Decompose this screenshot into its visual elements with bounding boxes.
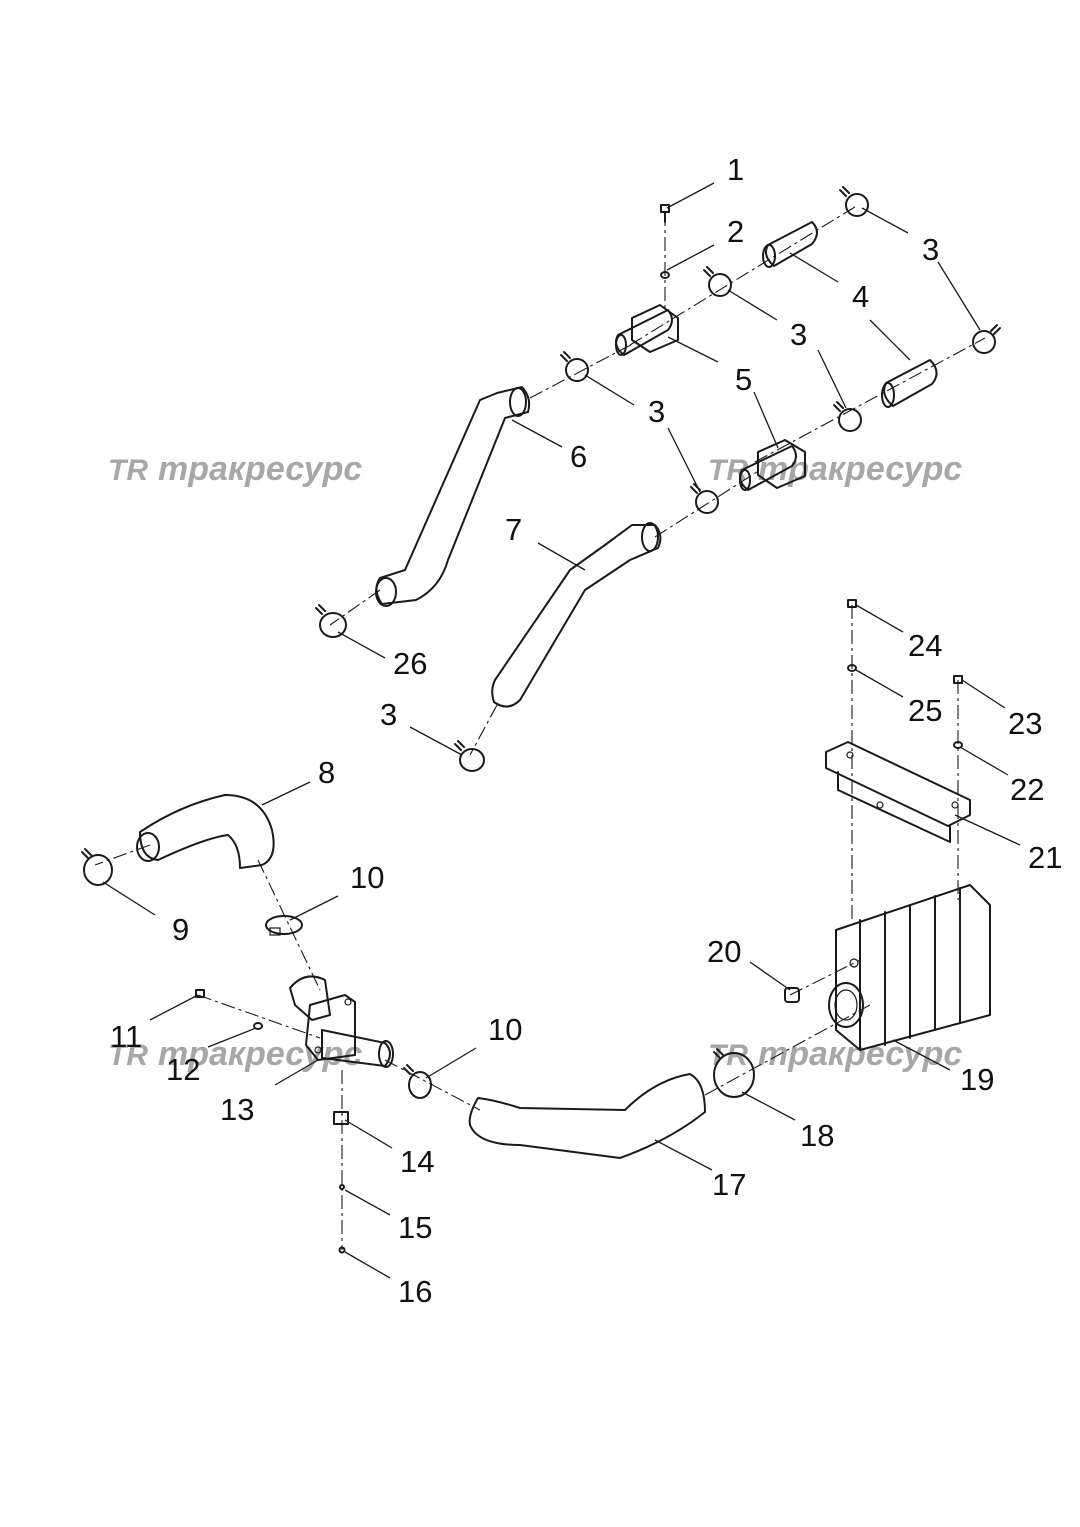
washer-part-2 bbox=[660, 271, 670, 279]
callout-17: 17 bbox=[712, 1167, 746, 1202]
center-axes bbox=[94, 204, 986, 1250]
callout-19: 19 bbox=[960, 1062, 994, 1097]
callout-3-bottom: 3 bbox=[380, 697, 397, 732]
callout-10-lower: 10 bbox=[488, 1012, 522, 1047]
band-clamp-part-10-upper bbox=[265, 915, 303, 936]
clip-part-14 bbox=[333, 1111, 349, 1125]
plug-part-20 bbox=[784, 987, 800, 1003]
washer-part-15 bbox=[339, 1184, 345, 1190]
callout-7: 7 bbox=[505, 512, 522, 547]
connector-tube-part-4-upper bbox=[762, 221, 818, 268]
hose-clamp-part-3-mid bbox=[560, 351, 589, 382]
callout-3-upper: 3 bbox=[790, 317, 807, 352]
watermark-bottom-left: TR тракресурс bbox=[108, 1035, 362, 1073]
callout-25: 25 bbox=[908, 693, 942, 728]
callout-9: 9 bbox=[172, 912, 189, 947]
callout-24: 24 bbox=[908, 628, 942, 663]
callout-4: 4 bbox=[852, 279, 869, 314]
hose-clamp-part-3-right bbox=[972, 324, 1001, 354]
bracket-tube-part-5-lower bbox=[739, 439, 806, 491]
bolt-part-23 bbox=[953, 675, 963, 684]
callout-6: 6 bbox=[570, 439, 587, 474]
hose-clamp-part-26 bbox=[315, 604, 347, 638]
callout-11: 11 bbox=[110, 1019, 142, 1054]
callout-3-top-right: 3 bbox=[922, 232, 939, 267]
callout-5: 5 bbox=[735, 362, 752, 397]
washer-part-12 bbox=[253, 1022, 263, 1030]
watermark-text: тракресурс bbox=[158, 450, 362, 488]
hose-clamp-part-18 bbox=[713, 1048, 755, 1098]
callout-15: 15 bbox=[398, 1210, 432, 1245]
band-clamp-part-10-lower bbox=[403, 1064, 432, 1099]
callout-2: 2 bbox=[727, 214, 744, 249]
callout-12: 12 bbox=[166, 1052, 200, 1087]
elbow-hose-part-8 bbox=[136, 794, 275, 869]
callout-21: 21 bbox=[1028, 840, 1062, 875]
watermark-top-left: TR тракресурс bbox=[108, 450, 362, 488]
callout-26: 26 bbox=[393, 646, 427, 681]
callout-8: 8 bbox=[318, 755, 335, 790]
callout-18: 18 bbox=[800, 1118, 834, 1153]
hose-clamp-part-3-lower bbox=[690, 483, 719, 514]
callout-16: 16 bbox=[398, 1274, 432, 1309]
callout-numbers: 1 2 3 4 3 5 3 6 7 26 3 8 9 10 10 11 12 1… bbox=[110, 152, 1062, 1309]
bolt-part-1 bbox=[660, 204, 670, 223]
watermark-logo-mark: TR bbox=[108, 454, 148, 487]
bolt-part-11 bbox=[195, 989, 205, 998]
nut-part-16 bbox=[338, 1246, 346, 1254]
mounting-bracket-part-21 bbox=[825, 741, 971, 843]
tee-fitting-part-13 bbox=[289, 975, 394, 1068]
watermark-bottom-right: TR тракресурс bbox=[708, 1035, 962, 1073]
hose-clamp-part-3-upper bbox=[703, 266, 732, 297]
watermark-text: тракресурс bbox=[158, 1035, 362, 1073]
callout-3-mid: 3 bbox=[648, 394, 665, 429]
callout-23: 23 bbox=[1008, 706, 1042, 741]
bracket-tube-part-5-upper bbox=[615, 304, 679, 356]
watermark-logo-mark: TR bbox=[108, 1039, 148, 1072]
hose-clamp-part-3-center bbox=[833, 401, 862, 432]
intercooler-part-19 bbox=[828, 884, 991, 1051]
callout-20: 20 bbox=[707, 934, 741, 969]
callout-13: 13 bbox=[220, 1092, 254, 1127]
bolt-part-24 bbox=[847, 599, 857, 608]
hose-clamp-part-3-bottom bbox=[454, 740, 485, 772]
hose-clamp-part-3-top-right bbox=[839, 186, 869, 217]
connector-tube-part-4-lower bbox=[881, 359, 938, 408]
hose-part-17 bbox=[468, 1073, 706, 1159]
hose-part-6 bbox=[375, 386, 531, 607]
hose-clamp-part-9 bbox=[81, 848, 113, 886]
leader-lines bbox=[102, 182, 1021, 1279]
hose-part-7 bbox=[491, 522, 662, 708]
washer-part-22 bbox=[953, 741, 963, 749]
washer-part-25 bbox=[847, 664, 857, 672]
callout-14: 14 bbox=[400, 1144, 434, 1179]
callout-10-upper: 10 bbox=[350, 860, 384, 895]
callout-22: 22 bbox=[1010, 772, 1044, 807]
callout-1: 1 bbox=[727, 152, 744, 187]
